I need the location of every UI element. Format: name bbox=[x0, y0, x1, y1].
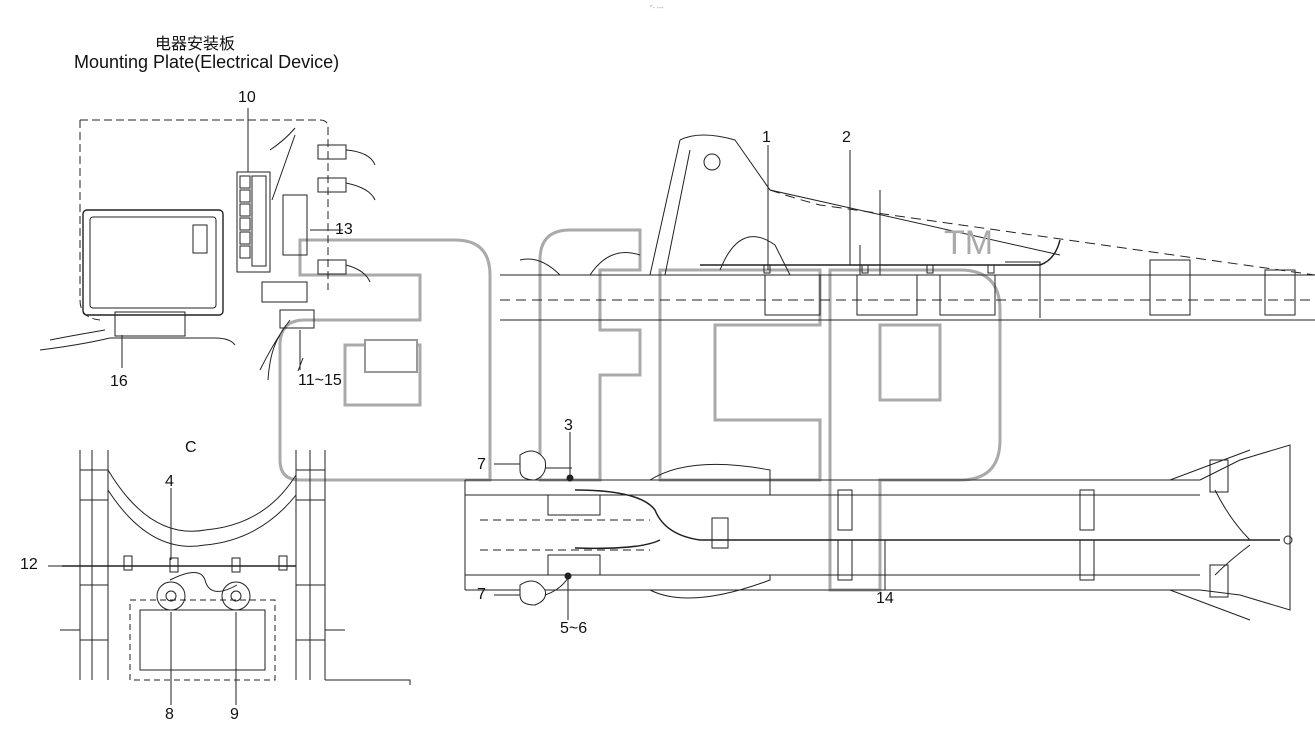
callout-5-6: 5~6 bbox=[560, 620, 588, 637]
section-c-view bbox=[48, 450, 411, 705]
callout-7-upper: 7 bbox=[477, 456, 486, 473]
watermark-trademark: TM bbox=[944, 224, 994, 262]
callout-2: 2 bbox=[842, 129, 851, 146]
callout-8: 8 bbox=[165, 706, 174, 723]
callout-3: 3 bbox=[564, 417, 573, 434]
callout-13: 13 bbox=[335, 221, 353, 238]
callout-11-15: 11~15 bbox=[298, 372, 342, 389]
title-chinese: 电器安装板 bbox=[155, 34, 236, 53]
callout-12: 12 bbox=[20, 556, 38, 573]
header-tiny-text: "- --- bbox=[650, 5, 664, 12]
watermark-inner-box bbox=[364, 339, 418, 373]
frame-plan-view bbox=[464, 432, 1293, 621]
mounting-plate-view bbox=[39, 108, 376, 381]
section-label-c: C bbox=[185, 439, 197, 456]
title-english: Mounting Plate(Electrical Device) bbox=[74, 52, 340, 72]
callout-4: 4 bbox=[165, 473, 174, 490]
frame-side-view bbox=[500, 134, 1315, 321]
callout-9: 9 bbox=[230, 706, 239, 723]
callout-16: 16 bbox=[110, 373, 128, 390]
callout-1: 1 bbox=[762, 129, 771, 146]
callout-14: 14 bbox=[876, 590, 894, 607]
callout-7-lower: 7 bbox=[477, 586, 486, 603]
watermark-logo bbox=[278, 228, 1002, 592]
callout-10: 10 bbox=[238, 89, 256, 106]
